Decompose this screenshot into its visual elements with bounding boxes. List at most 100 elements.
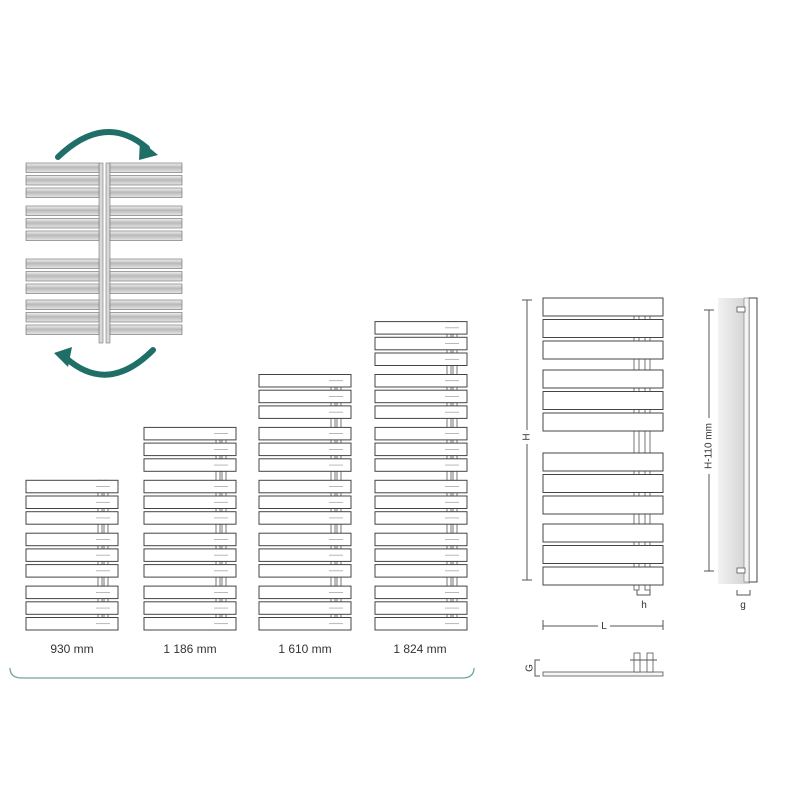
height-label: H <box>522 433 533 440</box>
variant-4-bar <box>374 426 468 441</box>
variant-4-bar <box>374 479 468 494</box>
reversible-bar-right <box>109 283 183 294</box>
rotate-arrow-head-bottom <box>54 347 72 367</box>
variant-2-bar <box>143 601 237 615</box>
variant-2-bar <box>143 585 237 600</box>
reversible-bar-right <box>109 271 183 282</box>
reversible-bar-right <box>109 299 183 310</box>
size-label-1824: 1 824 mm <box>393 642 446 656</box>
rotate-arrow-icon-top <box>55 129 150 160</box>
side-radiator-profile <box>748 297 758 583</box>
variant-1-bar <box>25 601 119 615</box>
reversible-radiator-illustration <box>25 162 183 344</box>
front-bar <box>542 495 664 515</box>
variant-1-bar <box>25 495 119 509</box>
radiator-variant-1 <box>25 479 119 631</box>
radiator-variant-2 <box>143 426 237 631</box>
variant-1-bar <box>25 479 119 494</box>
variant-2-collector-pipe-2 <box>221 426 227 631</box>
variant-4-bar <box>374 352 468 366</box>
reversible-bar-right <box>109 324 183 335</box>
front-dimension-drawing <box>542 297 664 591</box>
reversible-bar-left <box>25 218 100 229</box>
variant-2-bar <box>143 458 237 472</box>
variant-2-bar <box>143 564 237 578</box>
variant-2-bar <box>143 548 237 562</box>
length-label: L <box>601 621 607 632</box>
size-label-930: 930 mm <box>50 642 93 656</box>
reversible-bar-right <box>109 312 183 323</box>
reversible-bar-right <box>109 258 183 269</box>
reversible-bar-right <box>109 230 183 241</box>
variant-3-bar <box>258 495 352 509</box>
reversible-bar-left <box>25 271 100 282</box>
variant-1-bar <box>25 511 119 525</box>
front-bar <box>542 369 664 389</box>
variant-2-bar <box>143 617 237 631</box>
reversible-bar-left <box>25 187 100 198</box>
pipe-depth-bracket <box>534 659 540 677</box>
variant-3-bar <box>258 479 352 494</box>
variant-2-bar <box>143 495 237 509</box>
variant-2-bar <box>143 442 237 457</box>
variant-4-bar <box>374 336 468 351</box>
variant-3-bar <box>258 511 352 525</box>
reversible-bar-right <box>109 162 183 173</box>
variant-1-bar <box>25 564 119 578</box>
rotate-arrow-head-top <box>139 140 158 160</box>
length-label-bg <box>598 619 610 632</box>
variant-3-bar <box>258 389 352 404</box>
reversible-bar-right <box>109 218 183 229</box>
reversible-bar-right <box>109 175 183 186</box>
side-bracket-top <box>736 306 746 313</box>
reversible-bar-right <box>109 187 183 198</box>
front-bar <box>542 391 664 410</box>
variant-2-bar <box>143 532 237 547</box>
reversible-bar-left <box>25 258 100 269</box>
pipe-depth-label: G <box>525 664 536 672</box>
top-view-bar <box>542 671 664 677</box>
front-bar <box>542 474 664 493</box>
side-collector-pipe <box>743 297 750 583</box>
wall-gap-bracket <box>736 590 751 596</box>
size-label-1610: 1 610 mm <box>278 642 331 656</box>
radiator-variant-4 <box>374 321 468 631</box>
side-bracket-bottom <box>736 567 746 574</box>
size-range-bracket <box>9 667 475 679</box>
size-variants <box>25 321 468 631</box>
wall-gap-label: g <box>740 600 746 611</box>
variant-4-bar <box>374 495 468 509</box>
variant-4-bar <box>374 405 468 419</box>
reversible-bar-right <box>109 205 183 216</box>
variant-3-bar <box>258 617 352 631</box>
variant-3-bar <box>258 426 352 441</box>
front-bar <box>542 297 664 317</box>
reversible-bar-left <box>25 205 100 216</box>
top-view-valve-left <box>633 652 641 673</box>
variant-4-bar <box>374 321 468 335</box>
variant-3-bar <box>258 442 352 457</box>
variant-4-bar <box>374 601 468 615</box>
variant-2-bar <box>143 511 237 525</box>
reversible-bar-left <box>25 162 100 173</box>
variant-3-bar <box>258 532 352 547</box>
front-bar <box>542 319 664 338</box>
reversible-bar-left <box>25 230 100 241</box>
mount-span-label-bg <box>703 418 715 474</box>
front-bar <box>542 566 664 586</box>
size-label-1186: 1 186 mm <box>163 642 216 656</box>
front-bar <box>542 412 664 432</box>
front-bar <box>542 340 664 360</box>
variant-1-bar <box>25 585 119 600</box>
variant-2-bar <box>143 426 237 441</box>
variant-3-bar <box>258 564 352 578</box>
reversible-bar-left <box>25 324 100 335</box>
variant-4-bar <box>374 564 468 578</box>
variant-4-collector-pipe <box>446 321 452 631</box>
variant-4-bar <box>374 511 468 525</box>
front-bar <box>542 452 664 472</box>
variant-4-bar <box>374 585 468 600</box>
variant-4-bar <box>374 458 468 472</box>
reversible-bar-left <box>25 283 100 294</box>
